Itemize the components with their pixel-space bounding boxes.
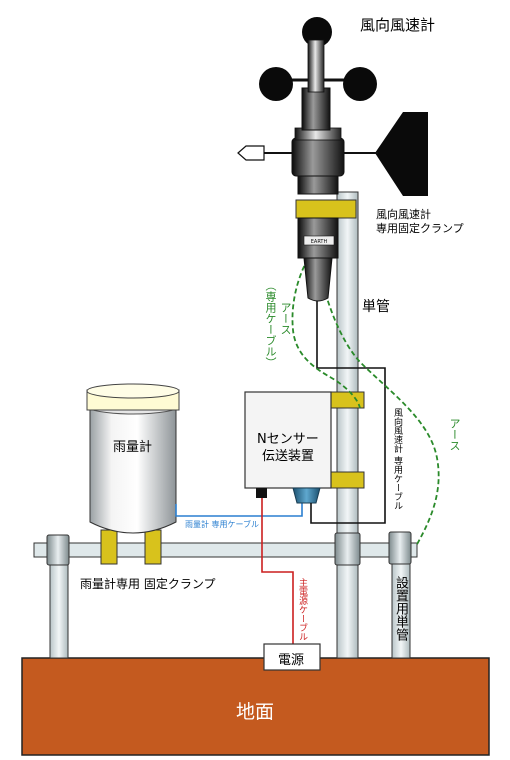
label-rain-gauge-clamp: 雨量計専用 固定クランプ <box>80 577 216 591</box>
rain-clamp-leg-1 <box>100 529 118 565</box>
transmitter-port-black <box>256 488 267 498</box>
earth-cable-left <box>291 251 361 409</box>
label-transmitter-line1: Nセンサー <box>257 432 319 447</box>
label-rain-gauge-cable: 雨量計 専用ケーブル <box>185 520 260 529</box>
label-anemometer-clamp-line1: 風向風速計 <box>376 208 431 221</box>
label-anemometer: 風向風速計 <box>360 16 436 34</box>
pipe-clamp-center <box>334 532 361 566</box>
sensor-tag: EARTH <box>311 239 328 245</box>
transmitter-connector-blue <box>292 487 321 504</box>
label-earth-right: アース <box>448 418 461 451</box>
label-anemometer-cable: 風向風速計 専用ケーブル <box>392 408 402 510</box>
sensor-tag-plate <box>303 235 335 246</box>
anemometer-cup-left <box>259 67 293 101</box>
earth-cable-right <box>317 261 440 547</box>
main-pipe <box>336 191 359 659</box>
rain-gauge-body <box>89 407 177 534</box>
label-install-pipe: 設置用単管 <box>393 576 408 641</box>
label-earth-cable-1: アース <box>279 302 292 335</box>
wind-vane-pointer <box>237 145 265 161</box>
cup-hub <box>307 39 325 93</box>
pipe-clamp-left <box>46 534 70 566</box>
rain-gauge-cable <box>175 502 303 517</box>
label-single-pipe: 単管 <box>362 299 390 315</box>
sensor-connector <box>303 257 333 302</box>
transmitter-box <box>244 391 332 489</box>
label-power: 電源 <box>278 653 305 668</box>
label-rain-gauge: 雨量計 <box>113 440 153 455</box>
label-anemometer-clamp-line2: 専用固定クランプ <box>376 222 464 235</box>
transmitter-clamp-lower <box>329 471 365 489</box>
horizontal-pipe <box>33 542 418 558</box>
sensor-upper-body <box>301 87 331 131</box>
label-earth-cable-2: （専用ケーブル） <box>264 280 277 368</box>
rain-gauge-top <box>86 383 180 399</box>
sensor-mid-body <box>291 137 345 177</box>
anemometer-cup-top <box>302 17 332 47</box>
power-cable <box>261 498 294 644</box>
label-power-cable: 主電源ケーブル <box>297 578 307 641</box>
power-box <box>263 643 321 671</box>
anemometer-cup-right <box>343 67 377 101</box>
sensor-lower-body <box>297 175 339 195</box>
label-transmitter-line2: 伝送装置 <box>262 449 315 464</box>
pipe-clamp-right <box>388 531 412 565</box>
rain-clamp-leg-2 <box>144 529 162 565</box>
wind-vane-fin <box>375 112 428 196</box>
label-ground: 地面 <box>236 701 275 723</box>
ground-block <box>21 657 490 756</box>
left-leg-pipe <box>49 556 69 659</box>
anemometer-clamp <box>295 199 357 219</box>
anemometer-cable-path <box>310 258 386 524</box>
